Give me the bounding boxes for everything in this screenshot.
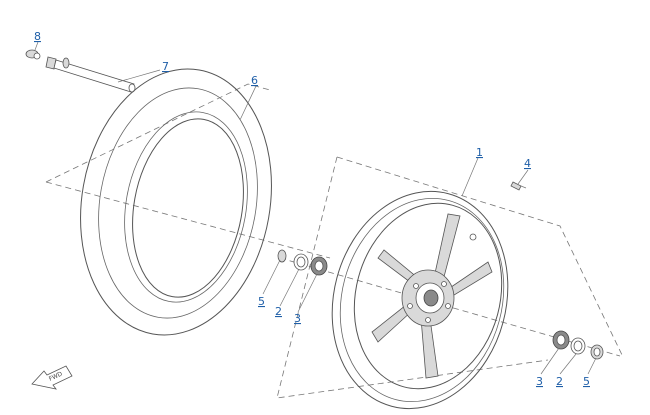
- callout-6[interactable]: 6: [251, 74, 258, 87]
- part-3-bearing-right[interactable]: [552, 330, 570, 350]
- callout-3-right[interactable]: 3: [536, 375, 543, 388]
- part-5-seal-left[interactable]: [277, 249, 287, 263]
- callout-4[interactable]: 4: [524, 157, 531, 170]
- callout-2-right[interactable]: 2: [556, 375, 563, 388]
- part-8-nut[interactable]: [25, 49, 41, 60]
- part-5-seal-right[interactable]: [590, 344, 604, 360]
- callout-8[interactable]: 8: [34, 30, 41, 43]
- part-1-wheel-rim[interactable]: [308, 171, 531, 415]
- part-4-valve[interactable]: [510, 181, 527, 191]
- leader-lines: [34, 41, 597, 375]
- callout-5-left[interactable]: 5: [258, 295, 265, 308]
- callout-5-right[interactable]: 5: [583, 375, 590, 388]
- part-2-spacer-right[interactable]: [570, 337, 586, 355]
- part-2-spacer-left[interactable]: [293, 253, 309, 271]
- callout-3-left[interactable]: 3: [294, 312, 301, 325]
- part-7-axle[interactable]: [45, 56, 136, 93]
- part-3-bearing-left[interactable]: [310, 256, 328, 276]
- assembly-dash-lines: [45, 83, 624, 399]
- callout-7[interactable]: 7: [162, 60, 169, 73]
- callout-1[interactable]: 1: [476, 146, 483, 159]
- callout-2-left[interactable]: 2: [275, 305, 282, 318]
- callouts: 8 7 6 1 4 5 2 3 3 2 5: [34, 30, 590, 388]
- fwd-arrow-icon: FWD: [31, 365, 73, 390]
- part-6-tyre[interactable]: [60, 54, 292, 351]
